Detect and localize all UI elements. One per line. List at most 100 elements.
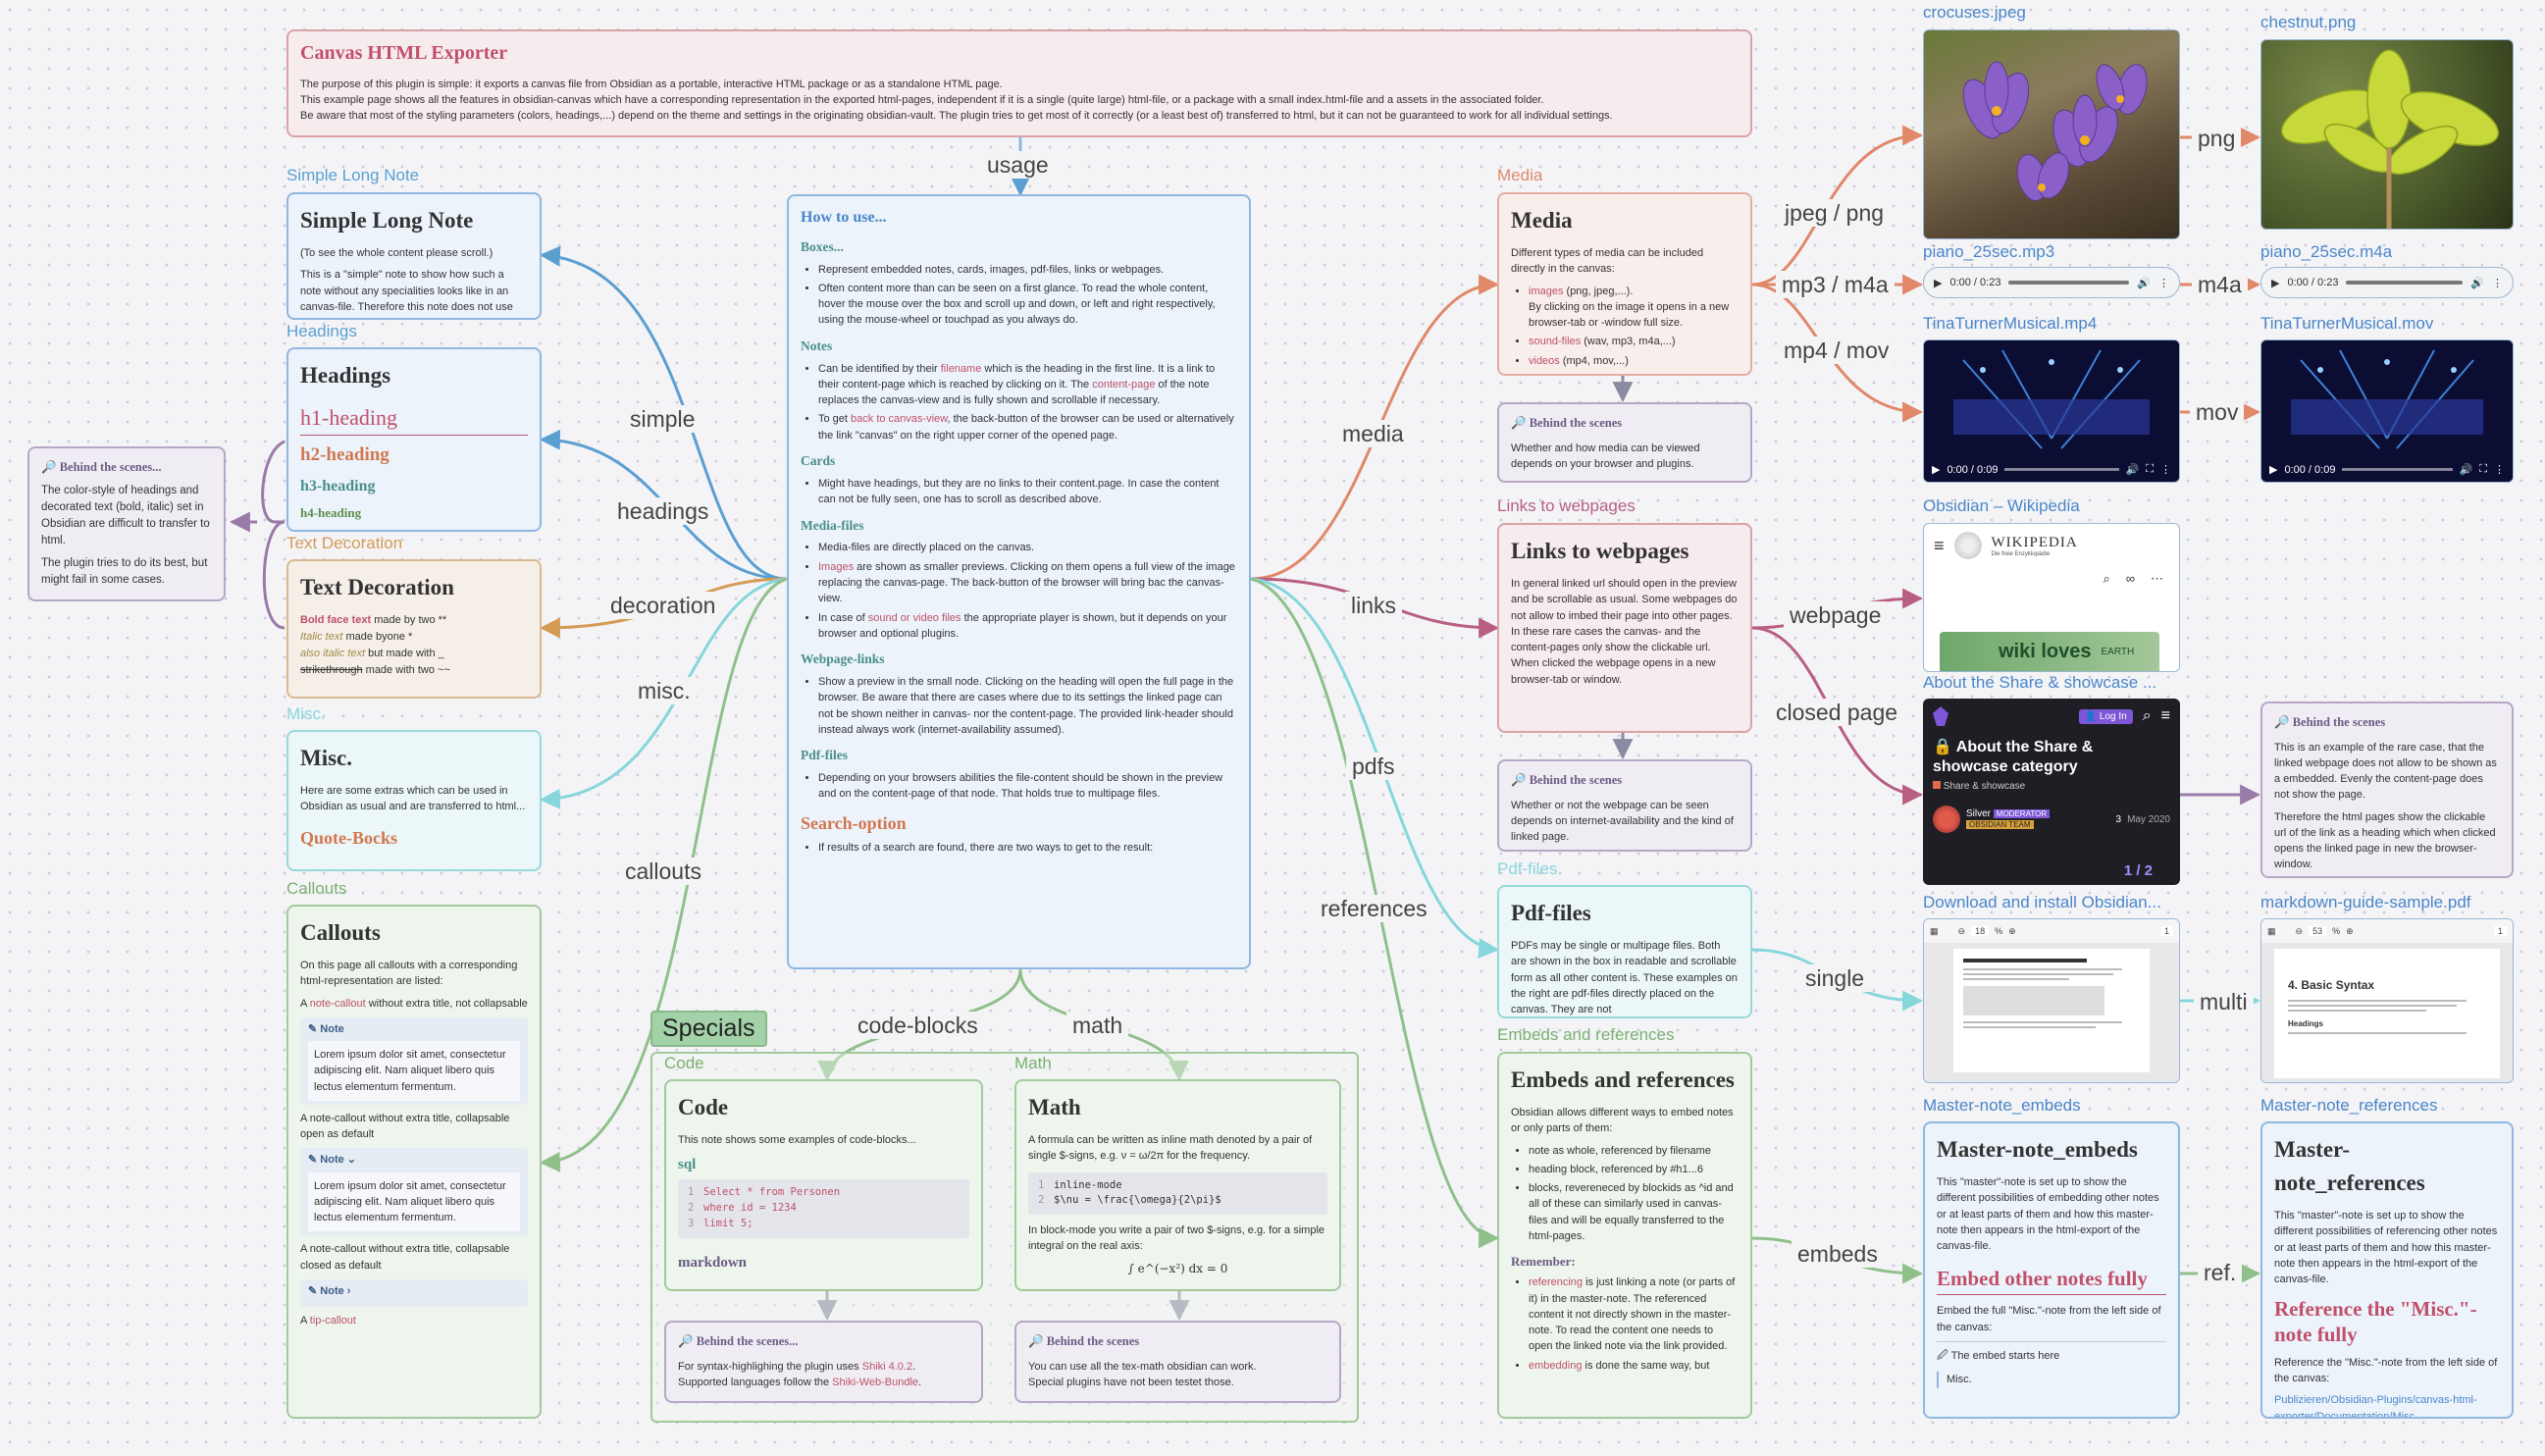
behind-scenes-card-left[interactable]: 🔎 Behind the scenes... The color-style o… xyxy=(27,446,226,601)
headings-title[interactable]: Headings xyxy=(300,363,391,388)
master-embeds-card[interactable]: Master-note_embeds This "master"-note is… xyxy=(1923,1121,2180,1419)
crocuses-caption[interactable]: crocuses.jpeg xyxy=(1923,3,2026,22)
master-embeds-title[interactable]: Master-note_embeds xyxy=(1937,1137,2138,1162)
behind-math-card[interactable]: 🔎 Behind the scenes You can use all the … xyxy=(1014,1321,1341,1403)
volume-icon[interactable]: 🔊 xyxy=(2459,464,2473,476)
fullscreen-icon[interactable]: ⛶ xyxy=(2479,463,2487,475)
video-progress-bar[interactable] xyxy=(2004,468,2119,471)
pdf-title[interactable]: Pdf-files xyxy=(1511,901,1591,925)
more-icon[interactable]: ⋮ xyxy=(2160,464,2171,476)
media-card[interactable]: Media Different types of media can be in… xyxy=(1497,192,1752,376)
callouts-card[interactable]: Callouts On this page all callouts with … xyxy=(286,905,542,1419)
play-icon[interactable]: ▶ xyxy=(1932,464,1941,476)
media-title[interactable]: Media xyxy=(1511,208,1573,233)
more-icon[interactable]: ⋮ xyxy=(2158,277,2169,289)
mp4-caption[interactable]: TinaTurnerMusical.mp4 xyxy=(1923,314,2098,333)
more-icon[interactable]: ⋯ xyxy=(2151,571,2163,586)
mp3-audio-player[interactable]: ▶0:00 / 0:23🔊⋮ xyxy=(1923,267,2180,298)
decoration-card[interactable]: Text Decoration Bold face text made by t… xyxy=(286,559,542,699)
headings-card[interactable]: Headings h1-heading h2-heading h3-headin… xyxy=(286,347,542,532)
sidebar-toggle-icon[interactable]: ▦ xyxy=(2267,925,2276,936)
play-icon[interactable]: ▶ xyxy=(2269,464,2278,476)
behind-share-card[interactable]: 🔎 Behind the scenes This is an example o… xyxy=(2260,702,2514,878)
math-card[interactable]: Math A formula can be written as inline … xyxy=(1014,1079,1341,1291)
zoom-in-icon[interactable]: ⊕ xyxy=(2346,925,2354,936)
login-button[interactable]: 👤 Log In xyxy=(2078,708,2133,724)
hamburger-menu-icon[interactable]: ≡ xyxy=(2160,707,2170,724)
wiki-loves-earth-banner[interactable]: wiki loves EARTH xyxy=(1940,632,2159,671)
header-card[interactable]: Canvas HTML Exporter The purpose of this… xyxy=(286,29,1752,137)
mov-caption[interactable]: TinaTurnerMusical.mov xyxy=(2260,314,2434,333)
share-showcase-webpage-preview[interactable]: 👤 Log In ⌕ ≡ 🔒 About the Share & showcas… xyxy=(1923,699,2180,885)
volume-icon[interactable]: 🔊 xyxy=(2137,277,2151,289)
volume-icon[interactable]: 🔊 xyxy=(2125,464,2140,476)
embeds-title[interactable]: Embeds and references xyxy=(1511,1067,1735,1092)
share-title[interactable]: 🔒 About the Share & showcase category xyxy=(1933,739,2094,775)
pdf-multi-preview[interactable]: ▦⊖53%⊕1 4. Basic Syntax Headings xyxy=(2260,918,2514,1083)
simple-note-card[interactable]: Simple Long Note (To see the whole conte… xyxy=(286,192,542,320)
how-to-use-card[interactable]: How to use... Boxes... Represent embedde… xyxy=(787,194,1251,969)
master-refs-title[interactable]: Master-note_references xyxy=(2274,1137,2425,1196)
embed-block[interactable]: 🖉 The embed starts here Misc. xyxy=(1937,1340,2166,1388)
hamburger-menu-icon[interactable]: ≡ xyxy=(1934,535,1945,555)
m4a-caption[interactable]: piano_25sec.m4a xyxy=(2260,242,2393,261)
master-refs-card[interactable]: Master-note_references This "master"-not… xyxy=(2260,1121,2514,1419)
math-formula: ∫ e^(−x²) dx = 0 xyxy=(1127,1261,1228,1275)
avatar[interactable] xyxy=(1933,806,1960,833)
more-icon[interactable]: ⋮ xyxy=(2494,464,2505,476)
pdf-single-caption[interactable]: Download and install Obsidian... xyxy=(1923,893,2161,911)
misc-reference-link[interactable]: Publizieren/Obsidian-Plugins/canvas-html… xyxy=(2274,1394,2477,1419)
search-icon[interactable]: ⌕ xyxy=(2103,571,2110,586)
zoom-in-icon[interactable]: ⊕ xyxy=(2008,925,2016,936)
chestnut-caption[interactable]: chestnut.png xyxy=(2260,13,2357,31)
math-title[interactable]: Math xyxy=(1028,1095,1081,1119)
simple-note-title[interactable]: Simple Long Note xyxy=(300,208,474,233)
fullscreen-icon[interactable]: ⛶ xyxy=(2146,463,2154,475)
master-embeds-text: This "master"-note is set up to show the… xyxy=(1937,1176,2159,1253)
crocuses-image[interactable] xyxy=(1923,29,2180,239)
media-list: images (png, jpeg,...).By clicking on th… xyxy=(1511,284,1739,369)
audio-progress-bar[interactable] xyxy=(2346,281,2464,285)
play-icon[interactable]: ▶ xyxy=(2271,277,2280,289)
audio-progress-bar[interactable] xyxy=(2008,281,2130,285)
misc-card[interactable]: Misc. Here are some extras which can be … xyxy=(286,730,542,871)
decoration-title[interactable]: Text Decoration xyxy=(300,575,454,599)
play-icon[interactable]: ▶ xyxy=(1934,277,1943,289)
note-callout-3[interactable]: ✎ Note › xyxy=(300,1279,528,1308)
embeds-card[interactable]: Embeds and references Obsidian allows di… xyxy=(1497,1052,1752,1419)
specials-group-label[interactable]: Specials xyxy=(650,1011,767,1047)
mp4-video-player[interactable]: ▶0:00 / 0:09🔊⛶⋮ xyxy=(1923,339,2180,483)
share-category[interactable]: Share & showcase xyxy=(1933,781,2170,792)
pdf-single-preview[interactable]: ▦⊖18%⊕1 xyxy=(1923,918,2180,1083)
misc-title[interactable]: Misc. xyxy=(300,746,353,770)
more-icon[interactable]: ⋮ xyxy=(2492,277,2503,289)
behind-media-card[interactable]: 🔎 Behind the scenes Whether and how medi… xyxy=(1497,402,1752,483)
webpage-links-list: Show a preview in the small node. Clicki… xyxy=(801,674,1237,738)
link-icon[interactable]: ∞ xyxy=(2125,571,2135,586)
video-progress-bar[interactable] xyxy=(2342,468,2453,471)
mp3-caption[interactable]: piano_25sec.mp3 xyxy=(1923,242,2055,261)
pdf-multi-caption[interactable]: markdown-guide-sample.pdf xyxy=(2260,893,2471,911)
links-card[interactable]: Links to webpages In general linked url … xyxy=(1497,523,1752,733)
sidebar-toggle-icon[interactable]: ▦ xyxy=(1930,925,1939,936)
chevron-down-icon[interactable]: ⌄ xyxy=(346,1154,357,1167)
volume-icon[interactable]: 🔊 xyxy=(2470,277,2484,289)
links-title[interactable]: Links to webpages xyxy=(1511,539,1689,563)
search-icon[interactable]: ⌕ xyxy=(2142,707,2152,724)
code-card[interactable]: Code This note shows some examples of co… xyxy=(664,1079,983,1291)
callouts-title[interactable]: Callouts xyxy=(300,920,381,945)
zoom-out-icon[interactable]: ⊖ xyxy=(1957,925,1966,936)
m4a-audio-player[interactable]: ▶0:00 / 0:23🔊⋮ xyxy=(2260,267,2514,298)
share-caption[interactable]: About the Share & showcase ... xyxy=(1923,673,2157,692)
behind-code-card[interactable]: 🔎 Behind the scenes... For syntax-highli… xyxy=(664,1321,983,1403)
wikipedia-caption[interactable]: Obsidian – Wikipedia xyxy=(1923,496,2080,515)
code-title[interactable]: Code xyxy=(678,1095,729,1119)
chevron-right-icon[interactable]: › xyxy=(346,1285,351,1298)
zoom-out-icon[interactable]: ⊖ xyxy=(2295,925,2304,936)
note-callout-2[interactable]: ✎ Note ⌄ Lorem ipsum dolor sit amet, con… xyxy=(300,1148,528,1236)
mov-video-player[interactable]: ▶0:00 / 0:09🔊⛶⋮ xyxy=(2260,339,2514,483)
behind-links-card[interactable]: 🔎 Behind the scenes Whether or not the w… xyxy=(1497,759,1752,852)
pdf-card[interactable]: Pdf-files PDFs may be single or multipag… xyxy=(1497,885,1752,1018)
chestnut-image[interactable] xyxy=(2260,39,2514,230)
